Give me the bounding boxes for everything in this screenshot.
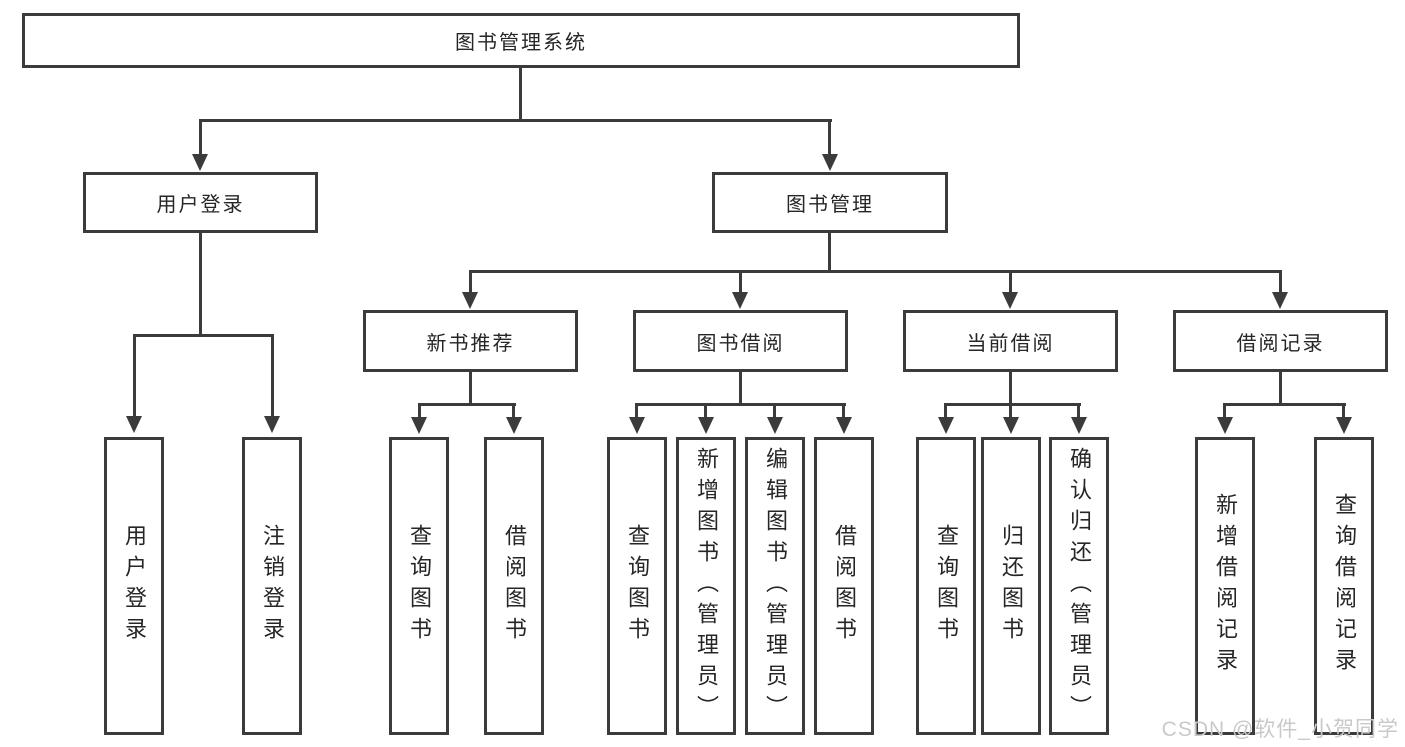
connector-line	[828, 119, 831, 156]
connector-line	[1279, 270, 1282, 294]
connector-line	[418, 403, 516, 406]
connector-line	[1009, 403, 1012, 419]
connector-line	[199, 231, 202, 336]
node-new-book-recommendation: 新书推荐	[363, 310, 578, 372]
node-user-login: 用户登录	[83, 172, 318, 233]
arrow-down-icon	[1071, 417, 1087, 434]
node-current-borrowing: 当前借阅	[903, 310, 1118, 372]
arrow-down-icon	[1272, 292, 1288, 309]
arrow-down-icon	[938, 417, 954, 434]
node-label: 用户登录	[156, 194, 245, 216]
connector-line	[739, 370, 742, 405]
arrow-down-icon	[1217, 417, 1233, 434]
node-leaf-borrow-books: 借阅图书	[814, 437, 874, 735]
node-label: 查询借阅记录	[1332, 493, 1357, 679]
connector-line	[469, 270, 1282, 273]
node-leaf-user-login: 用户登录	[104, 437, 164, 735]
connector-line	[945, 403, 1081, 406]
node-library-management-system: 图书管理系统	[22, 13, 1020, 68]
connector-line	[133, 334, 274, 337]
arrow-down-icon	[698, 417, 714, 434]
node-leaf-query-books-current: 查询图书	[916, 437, 976, 735]
node-leaf-edit-books-admin: 编辑图书（管理员）	[745, 437, 805, 735]
connector-line	[739, 270, 742, 294]
arrow-down-icon	[822, 154, 838, 171]
connector-line	[1279, 370, 1282, 405]
arrow-down-icon	[192, 154, 208, 171]
arrow-down-icon	[264, 416, 280, 433]
arrow-down-icon	[1002, 292, 1018, 309]
connector-line	[773, 403, 776, 419]
connector-line	[469, 270, 472, 294]
node-label: 新增图书（管理员）	[694, 446, 719, 726]
node-label: 查询图书	[407, 524, 432, 648]
node-label: 图书管理	[786, 194, 874, 216]
arrow-down-icon	[462, 292, 478, 309]
connector-line	[519, 66, 522, 121]
connector-line	[635, 403, 638, 419]
connector-line	[133, 334, 136, 417]
node-label: 借阅图书	[832, 524, 857, 648]
node-label: 图书管理系统	[455, 32, 587, 54]
csdn-watermark: CSDN @软件_小贺同学	[1161, 718, 1399, 741]
connector-line	[1224, 403, 1346, 406]
node-label: 编辑图书（管理员）	[763, 446, 788, 726]
node-label: 查询图书	[625, 524, 650, 648]
arrow-down-icon	[732, 292, 748, 309]
node-leaf-return-books: 归还图书	[981, 437, 1041, 735]
node-label: 用户登录	[122, 524, 147, 648]
node-label: 借阅图书	[502, 524, 527, 648]
arrow-down-icon	[1003, 417, 1019, 434]
connector-line	[418, 403, 421, 419]
connector-line	[199, 119, 832, 122]
arrow-down-icon	[836, 417, 852, 434]
node-label: 新书推荐	[426, 332, 515, 355]
node-label: 归还图书	[999, 524, 1024, 648]
node-leaf-query-books-recommend: 查询图书	[389, 437, 449, 735]
connector-line	[1009, 270, 1012, 294]
connector-line	[1342, 403, 1345, 419]
connector-line	[1009, 370, 1012, 405]
connector-line	[636, 403, 846, 406]
node-book-borrowing: 图书借阅	[633, 310, 848, 372]
connector-line	[842, 403, 845, 419]
node-leaf-query-books-borrowing: 查询图书	[607, 437, 667, 735]
node-label: 当前借阅	[966, 332, 1055, 355]
node-borrowing-records: 借阅记录	[1173, 310, 1388, 372]
node-leaf-add-books-admin: 新增图书（管理员）	[676, 437, 736, 735]
connector-line	[469, 370, 472, 405]
node-leaf-add-borrow-record: 新增借阅记录	[1195, 437, 1255, 735]
connector-line	[1223, 403, 1226, 419]
node-leaf-confirm-return-admin: 确认归还（管理员）	[1049, 437, 1109, 735]
node-label: 查询图书	[934, 524, 959, 648]
node-label: 借阅记录	[1236, 332, 1325, 355]
arrow-down-icon	[1336, 417, 1352, 434]
arrow-down-icon	[767, 417, 783, 434]
node-label: 确认归还（管理员）	[1067, 446, 1092, 726]
connector-line	[512, 403, 515, 419]
connector-line	[944, 403, 947, 419]
node-leaf-borrow-books-recommend: 借阅图书	[484, 437, 544, 735]
node-label: 注销登录	[260, 524, 285, 648]
arrow-down-icon	[411, 417, 427, 434]
node-book-management: 图书管理	[712, 172, 948, 233]
connector-line	[199, 119, 202, 156]
arrow-down-icon	[506, 417, 522, 434]
connector-line	[828, 231, 831, 273]
arrow-down-icon	[126, 416, 142, 433]
connector-line	[704, 403, 707, 419]
node-label: 图书借阅	[696, 332, 785, 355]
arrow-down-icon	[629, 417, 645, 434]
connector-line	[271, 334, 274, 417]
node-leaf-query-borrow-record: 查询借阅记录	[1314, 437, 1374, 735]
node-label: 新增借阅记录	[1213, 493, 1238, 679]
connector-line	[1077, 403, 1080, 419]
node-leaf-logout: 注销登录	[242, 437, 302, 735]
